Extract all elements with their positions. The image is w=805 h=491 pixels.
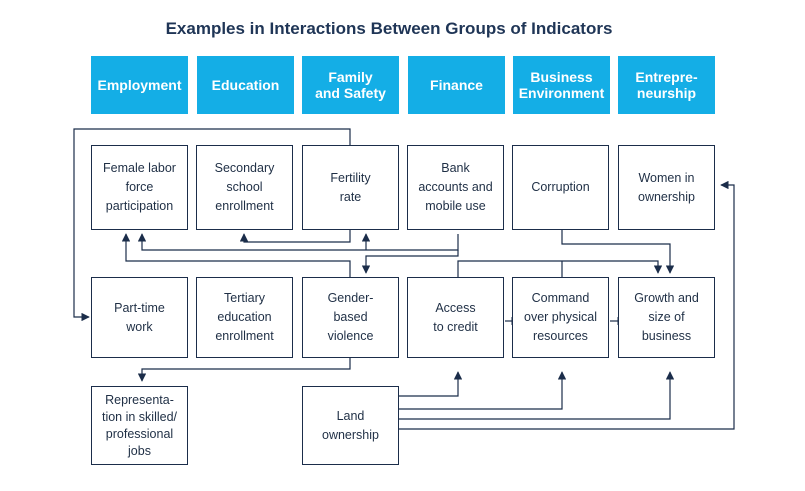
arrow-fertility-to-violence bbox=[361, 250, 459, 274]
node-women-ownership: Women in ownership bbox=[618, 145, 715, 230]
arrow-fertility-to-secondary bbox=[239, 230, 351, 243]
arrow-fertility-to-parttime bbox=[73, 128, 351, 322]
node-access-credit: Access to credit bbox=[407, 277, 504, 358]
node-land-ownership: Land ownership bbox=[302, 386, 399, 465]
node-female-labor: Female labor force participation bbox=[91, 145, 188, 230]
arrow-violence-to-femalelabor bbox=[121, 233, 351, 277]
node-command-resources: Command over physical resources bbox=[512, 277, 609, 358]
node-tertiary-education: Tertiary education enrollment bbox=[196, 277, 293, 358]
header-entrepreneurship: Entrepre- neurship bbox=[618, 56, 715, 114]
node-corruption: Corruption bbox=[512, 145, 609, 230]
header-education: Education bbox=[197, 56, 294, 114]
node-growth-business: Growth and size of business bbox=[618, 277, 715, 358]
arrow-access-command-to-growth bbox=[457, 260, 663, 277]
node-gender-violence: Gender- based violence bbox=[302, 277, 399, 358]
node-representation: Representa- tion in skilled/ professiona… bbox=[91, 386, 188, 465]
arrow-land-to-growth bbox=[398, 371, 675, 420]
header-business-environment: Business Environment bbox=[513, 56, 610, 114]
header-family-safety: Family and Safety bbox=[302, 56, 399, 114]
arrow-land-to-command bbox=[398, 371, 567, 410]
node-part-time-work: Part-time work bbox=[91, 277, 188, 358]
arrow-violence-to-representation bbox=[137, 358, 351, 382]
diagram-title: Examples in Interactions Between Groups … bbox=[165, 19, 613, 38]
node-bank-accounts: Bank accounts and mobile use bbox=[407, 145, 504, 230]
node-secondary-school: Secondary school enrollment bbox=[196, 145, 293, 230]
node-fertility-rate: Fertility rate bbox=[302, 145, 399, 230]
arrow-corruption-to-growth bbox=[561, 230, 675, 274]
arrow-land-to-women bbox=[398, 180, 735, 430]
arrow-land-to-access bbox=[398, 371, 463, 397]
header-finance: Finance bbox=[408, 56, 505, 114]
arrow-bank-to-femalelabor bbox=[137, 233, 459, 251]
header-employment: Employment bbox=[91, 56, 188, 114]
